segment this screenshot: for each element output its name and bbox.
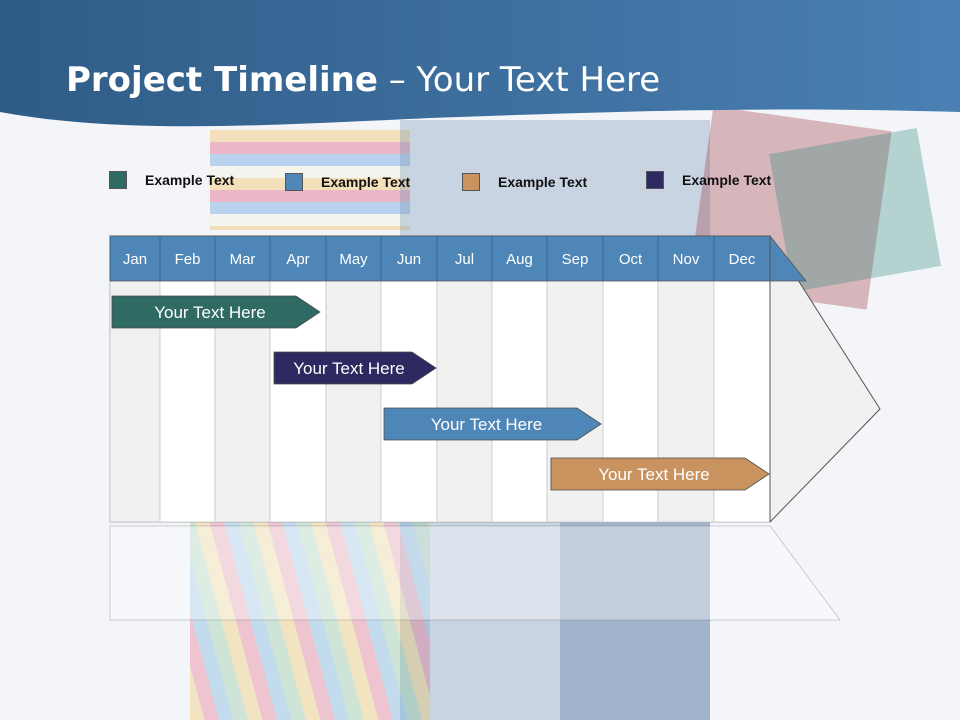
month-column [380, 280, 438, 523]
legend-label: Example Text [145, 172, 235, 188]
legend-label: Example Text [321, 174, 411, 190]
page-title: Project Timeline – Your Text Here [66, 60, 660, 100]
legend-swatch [285, 173, 303, 191]
legend-item: Example Text [462, 172, 587, 192]
month-column [491, 280, 548, 523]
month-label: Dec [729, 251, 756, 268]
legend-item: Example Text [285, 172, 410, 192]
month-label: Aug [506, 251, 533, 268]
legend-swatch [462, 173, 480, 191]
task-label: Your Text Here [431, 415, 543, 434]
task-bar [273, 351, 437, 385]
header-banner [0, 0, 960, 127]
month-column [325, 280, 382, 523]
month-label: Oct [619, 251, 643, 268]
task-label: Your Text Here [293, 359, 405, 378]
legend-label: Example Text [498, 174, 588, 190]
legend-label: Example Text [682, 172, 772, 188]
month-label: Apr [286, 251, 309, 268]
month-label: Sep [562, 251, 589, 268]
task-bar [383, 407, 602, 441]
month-label: Jul [455, 251, 474, 268]
legend-item: Example Text [109, 170, 234, 190]
month-label: Feb [175, 251, 201, 268]
title-rest: – Your Text Here [377, 60, 661, 100]
task-bar [550, 457, 770, 491]
task-label: Your Text Here [598, 465, 710, 484]
legend-swatch [646, 171, 664, 189]
task-bar [111, 295, 321, 329]
month-label: Jun [397, 251, 421, 268]
month-label: Mar [230, 251, 256, 268]
month-label: May [339, 251, 368, 268]
month-label: Jan [123, 251, 147, 268]
legend-swatch [109, 171, 127, 189]
legend-item: Example Text [646, 170, 771, 190]
month-column [436, 280, 493, 523]
timeline-reflection [109, 525, 841, 621]
task-label: Your Text Here [154, 303, 266, 322]
month-label: Nov [673, 251, 700, 268]
title-bold: Project Timeline [66, 60, 378, 100]
